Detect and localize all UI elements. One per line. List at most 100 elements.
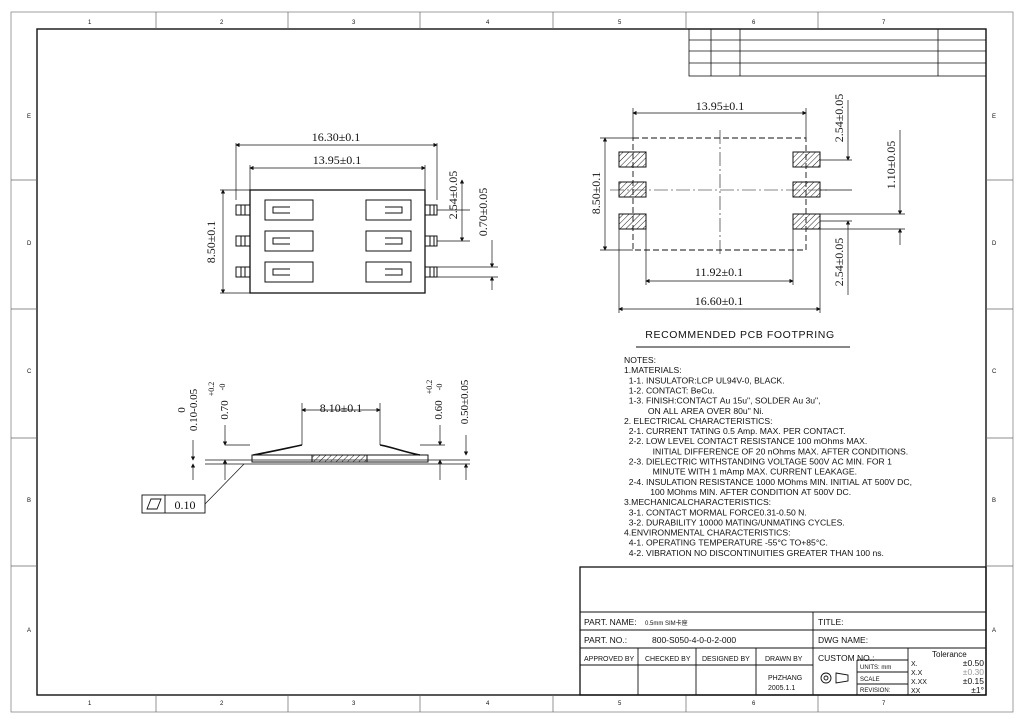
fp-dim-pitch-bottom: 2.54±0.05 [832,238,846,287]
pad [792,151,821,168]
contact-slot [365,261,412,283]
note-line: ON ALL AREA OVER 80u" Ni. [624,406,764,416]
footprint-title: RECOMMENDED PCB FOOTPRING [645,329,834,341]
fp-dim-inner: 11.92±0.1 [695,265,743,279]
scale-label: SCALE [860,677,880,683]
title-label: TITLE: [818,617,844,627]
col-label: 4 [486,701,490,707]
notes: NOTES:1.MATERIALS: 1-1. INSULATOR:LCP UL… [624,355,912,558]
side-dim-left-sub: -0 [218,384,227,391]
dim-height: 8.50±0.1 [204,221,218,264]
revision-table [688,28,987,77]
contact-slot [365,230,412,252]
fp-dim-overall: 16.60±0.1 [695,294,744,308]
part-no-label: PART. NO.: [584,635,627,645]
note-line: NOTES: [624,355,656,365]
side-dim-span: 8.10±0.1 [320,401,363,415]
connector-body [249,189,426,294]
note-line: 1-2. CONTACT: BeCu. [624,385,715,395]
row-label: C [27,369,32,375]
outer-frame [10,11,1014,713]
flatness-value: 0.10 [175,498,196,512]
projection-symbol-icon [820,672,849,684]
contact-slot [365,199,412,221]
row-label: E [992,114,996,120]
tol-key: X.X [911,670,923,677]
pad [618,151,647,168]
note-line: 3-2. DURABILITY 10000 MATING/UNMATING CY… [624,517,845,527]
row-labels-right: E D C B A [992,114,997,634]
revision-label: REVISION: [860,688,891,694]
col-label: 3 [352,20,356,26]
pcb-footprint: 13.95±0.1 2.54±0.05 1.10±0.05 8.50±0.1 2… [589,94,905,348]
note-line: 2. ELECTRICAL CHARACTERISTICS: [624,416,773,426]
note-line: 2-2. LOW LEVEL CONTACT RESISTANCE 100 mO… [624,436,867,446]
side-dim-left-sup: +0.2 [207,382,216,397]
top-view: 16.30±0.1 13.95±0.1 8.50±0.1 2.54±0.05 0… [204,130,498,294]
flatness-icon [146,498,162,510]
dim-body-width: 13.95±0.1 [313,153,362,167]
approved-by-label: APPROVED BY [584,656,635,663]
column-labels-bottom: 1 2 3 4 5 6 7 [88,701,886,707]
note-line: INITIAL DIFFERENCE OF 20 nOhms MAX. AFTE… [624,446,908,456]
side-dim-base2: 0.10-0.05 [188,388,200,431]
tolerance-title: Tolerance [932,650,967,659]
tol-key: XX [911,688,921,695]
col-label: 6 [752,20,756,26]
side-dim-right2: 0.50±0.05 [459,379,471,424]
pad [618,213,647,230]
note-line: 2-3. DIELECTRIC WITHSTANDING VOLTAGE 500… [624,457,892,467]
tol-value: ±0.30 [963,667,984,677]
column-labels-top: 1 2 3 4 5 6 7 [88,20,886,26]
row-labels-left: E D C B A [27,114,32,634]
row-label: B [992,498,996,504]
tol-key: X. [911,661,918,668]
row-label: C [992,369,997,375]
note-line: MINUTE WITH 1 mAmp MAX. CURRENT LEAKAGE. [624,467,857,477]
col-label: 3 [352,701,356,707]
row-label: D [27,241,32,247]
dim-pitch: 2.54±0.05 [446,171,460,220]
part-name-label: PART. NAME: [584,617,637,627]
flatness-callout: 0.10 [141,494,206,514]
col-label: 5 [618,20,622,26]
dim-overall-width: 16.30±0.1 [312,130,361,144]
tol-value: ±0.15 [963,676,984,686]
inner-frame [36,28,987,696]
note-line: 2-4. INSULATION RESISTANCE 1000 MOhms MI… [624,477,912,487]
col-label: 6 [752,701,756,707]
fp-dim-pad: 1.10±0.05 [884,141,898,190]
row-label: A [992,628,996,634]
contact-slot [264,230,314,252]
row-label: D [992,241,997,247]
note-line: 4-1. OPERATING TEMPERATURE -55°C TO+85°C… [624,538,828,548]
col-label: 2 [220,20,224,26]
row-label: A [27,628,31,634]
note-line: 4-2. VIBRATION NO DISCONTINUITIES GREATE… [624,548,884,558]
fp-dim-pitch-top: 2.54±0.05 [832,94,846,143]
drawn-date: 2005.1.1 [768,685,795,692]
col-label: 2 [220,701,224,707]
row-label: B [27,498,31,504]
checked-by-label: CHECKED BY [645,656,691,663]
side-dim-right-sup: +0.2 [425,380,434,395]
note-line: 3.MECHANICALCHARACTERISTICS: [624,497,771,507]
note-line: 1.MATERIALS: [624,365,682,375]
dim-pad-width: 0.70±0.05 [476,188,490,237]
tol-key: X.XX [911,679,927,686]
note-line: 1-3. FINISH:CONTACT Au 15u", SOLDER Au 3… [624,396,821,406]
col-label: 5 [618,701,622,707]
pad [618,181,647,198]
side-view: 0 0.10-0.05 0.70 +0.2 -0 8.10±0.1 0.60 +… [141,379,471,514]
contact-slot [264,199,314,221]
title-block: PART. NAME: 0.5mm SIM卡座 TITLE: PART. NO.… [579,566,987,696]
contact-slot [264,261,314,283]
note-line: 3-1. CONTACT MORMAL FORCE0.31-0.50 N. [624,507,807,517]
border-ticks [11,12,1013,712]
note-line: 1-1. INSULATOR:LCP UL94V-0, BLACK. [624,375,785,385]
fp-dim-height: 8.50±0.1 [589,172,603,215]
drawn-name: PHZHANG [768,675,802,682]
dwg-name-label: DWG NAME: [818,635,868,645]
drawn-by-label: DRAWN BY [765,656,803,663]
